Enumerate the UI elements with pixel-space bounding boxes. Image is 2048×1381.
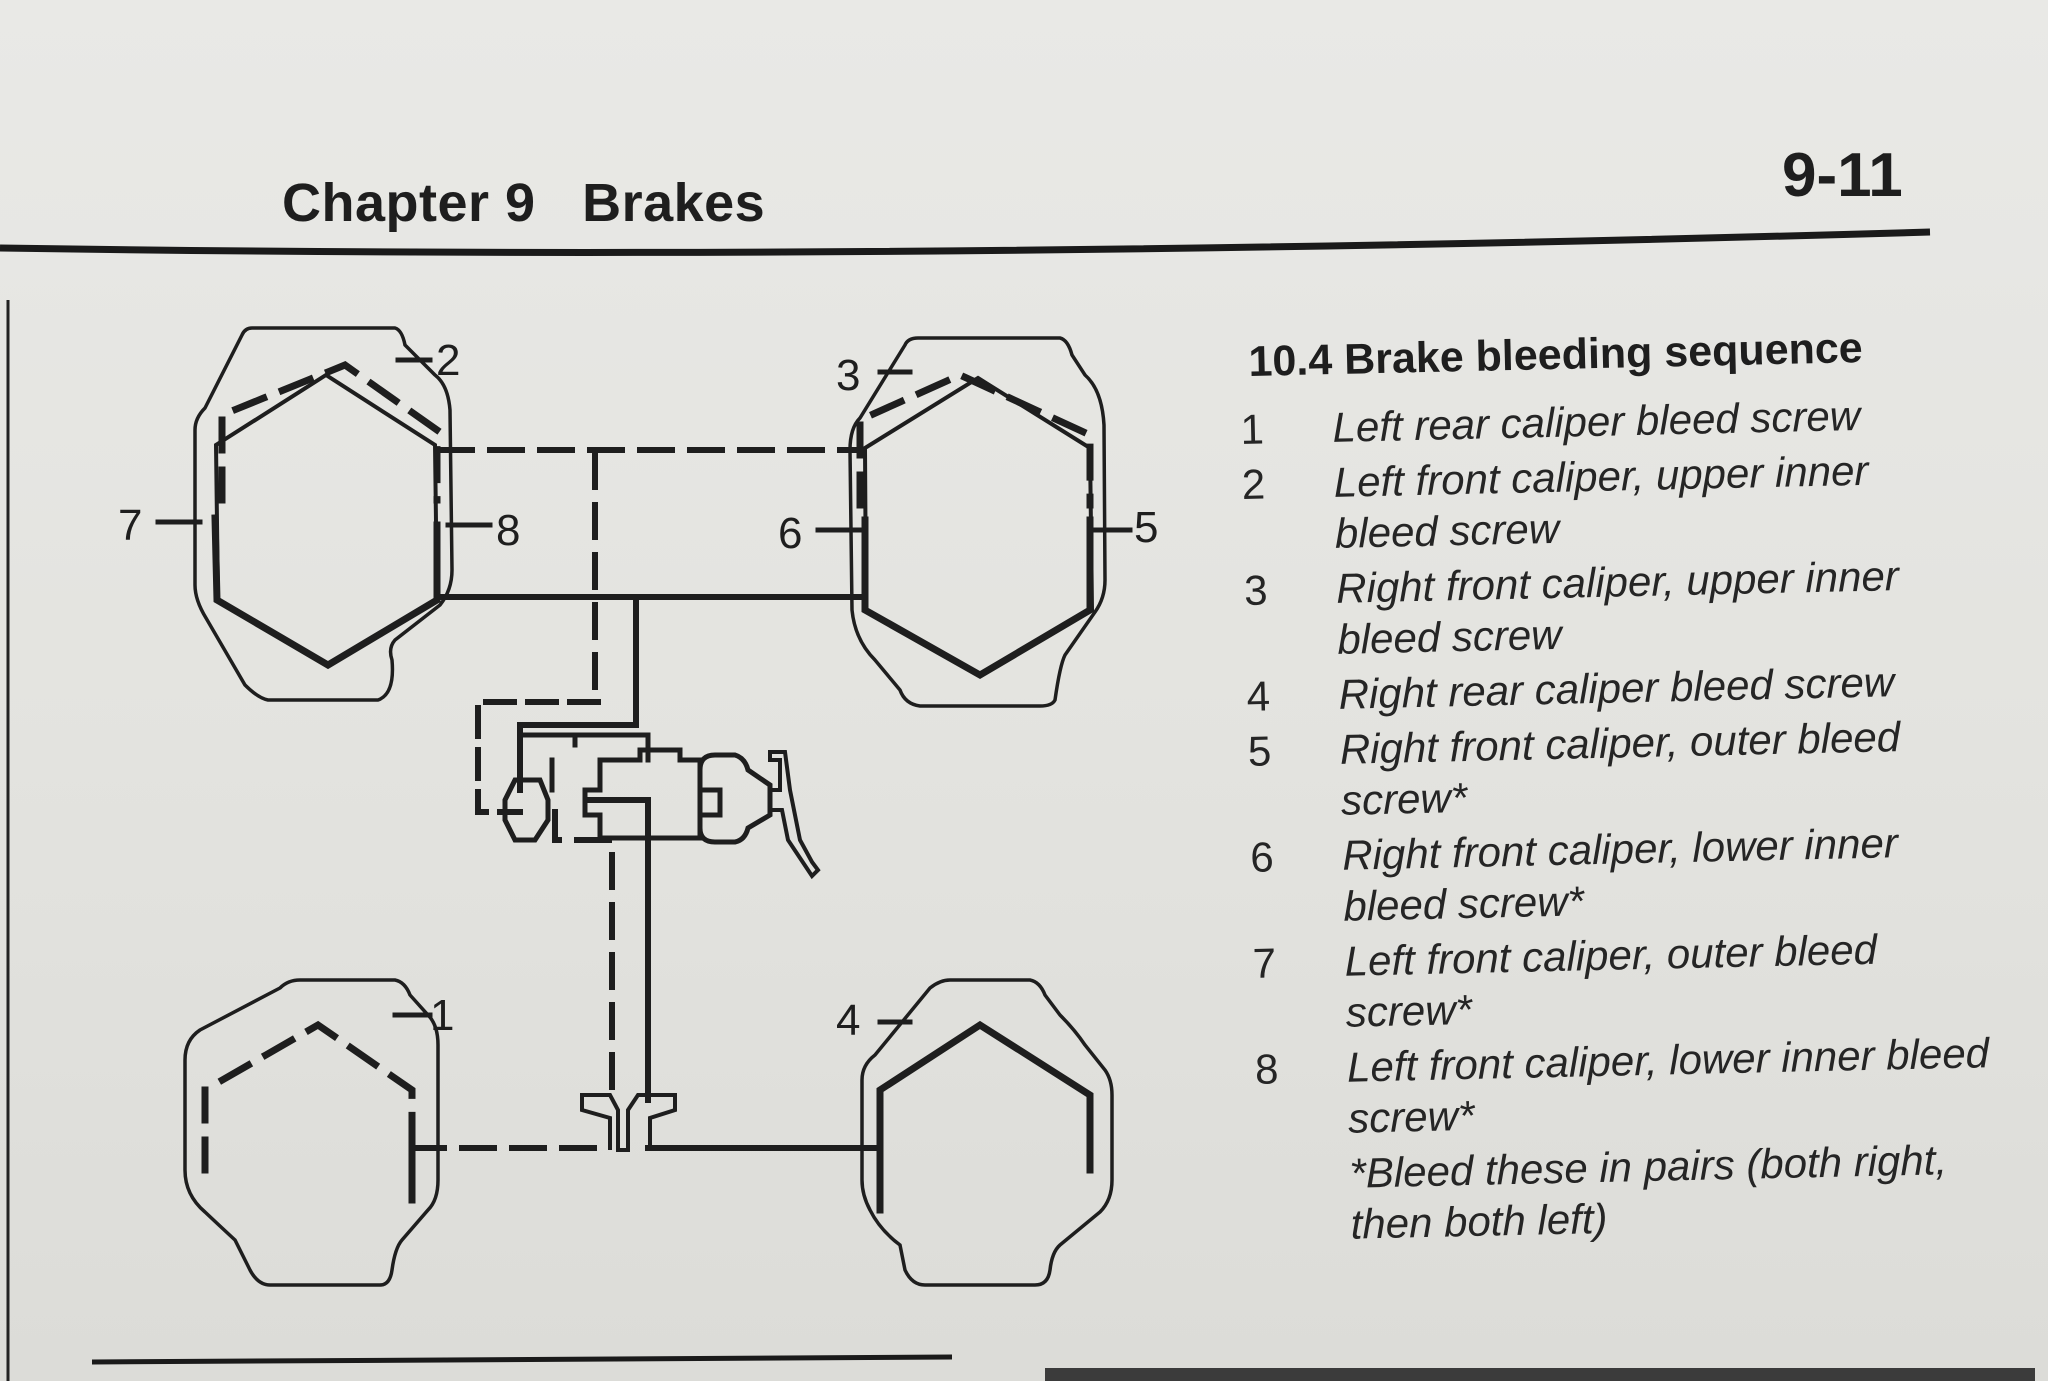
valve-body-lines	[517, 732, 651, 793]
hydraulic-right-front-solid	[861, 516, 1094, 680]
legend-text: Right front caliper, upper inner bleed s…	[1335, 552, 1900, 663]
legend-text: Left front caliper, outer bleed screw*	[1344, 925, 1878, 1036]
legend-text: Left front caliper, lower inner bleed sc…	[1346, 1029, 1990, 1142]
legend-number: 2	[1241, 460, 1266, 508]
proportioning-valve	[502, 777, 551, 843]
legend-number: 6	[1249, 833, 1275, 881]
callout-4: 4	[836, 996, 860, 1045]
caliper-right-rear	[860, 978, 1114, 1287]
legend-text: Right front caliper, lower inner bleed s…	[1341, 819, 1899, 930]
rear-junction	[580, 1093, 677, 1152]
hydraulic-left-rear-dashed	[201, 1020, 416, 1174]
legend-item: 6 Right front caliper, lower inner bleed…	[1250, 815, 1992, 934]
master-cylinder	[582, 747, 723, 841]
solid-rear-feed	[587, 797, 651, 1103]
legend-item: 3 Right front caliper, upper inner bleed…	[1244, 548, 1986, 667]
legend-text: Left front caliper, upper inner bleed sc…	[1333, 446, 1869, 557]
legend-number: 4	[1246, 672, 1271, 720]
legend-number: 1	[1240, 405, 1265, 453]
callout-5: 5	[1134, 503, 1158, 552]
legend-footnote: *Bleed these in pairs (both right, then …	[1348, 1136, 1948, 1248]
header-rule	[0, 228, 1931, 256]
dashed-valve-left	[475, 699, 601, 815]
caliper-left-front	[193, 326, 454, 702]
callout-8: 8	[496, 506, 520, 555]
legend-item: 2 Left front caliper, upper inner bleed …	[1241, 442, 1983, 561]
callout-3: 3	[836, 351, 860, 400]
legend-text: Right rear caliper bleed screw	[1338, 658, 1895, 718]
legend-number: 5	[1247, 727, 1272, 775]
hydraulic-right-rear-solid	[876, 1020, 1094, 1174]
hydraulic-left-front-solid	[211, 514, 441, 670]
brake-booster	[697, 752, 773, 845]
caliper-left-rear	[183, 978, 440, 1287]
legend-item: 8 Left front caliper, lower inner bleed …	[1255, 1027, 1997, 1146]
legend-number: 8	[1254, 1045, 1279, 1093]
caliper-right-front	[848, 336, 1107, 708]
legend-number: 7	[1252, 939, 1277, 987]
hydraulic-left-front-dashed	[218, 361, 441, 504]
page-edge-shadow	[1045, 1368, 2035, 1381]
legend-list: 1 Left rear caliper bleed screw 2 Left f…	[1240, 387, 1999, 1252]
footer-rule	[91, 1354, 953, 1365]
callout-1: 1	[430, 991, 454, 1040]
legend-text: Left rear caliper bleed screw	[1332, 391, 1861, 451]
dashed-rear-feed	[552, 809, 615, 1103]
legend-item: 7 Left front caliper, outer bleed screw*	[1252, 921, 1994, 1040]
legend-item: 5 Right front caliper, outer bleed screw…	[1247, 709, 1989, 828]
callout-6: 6	[778, 509, 802, 558]
page-number: 9-11	[1782, 141, 1903, 210]
chapter-heading: Chapter 9 Brakes	[282, 173, 766, 233]
hydraulic-right-front-dashed	[856, 371, 1094, 509]
brake-pedal	[768, 750, 821, 880]
callout-2: 2	[436, 336, 460, 385]
callout-7: 7	[118, 501, 142, 550]
legend-number: 3	[1243, 566, 1269, 614]
legend-text: Right front caliper, outer bleed screw*	[1339, 713, 1901, 824]
